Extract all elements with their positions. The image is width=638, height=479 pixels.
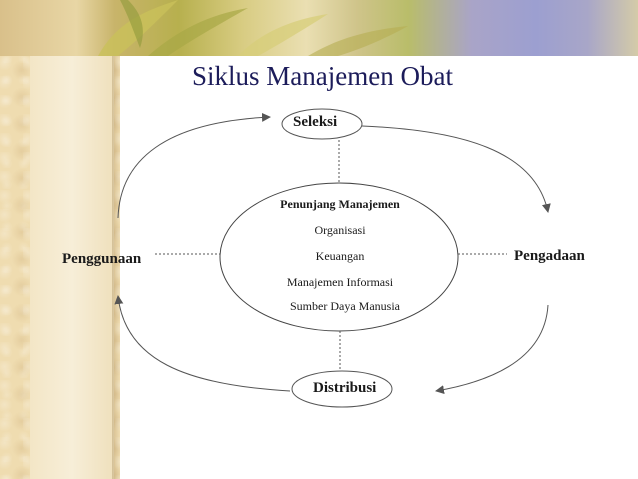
arrow-top-to-right (361, 125, 551, 213)
center-item: Organisasi (314, 223, 366, 237)
node-distribusi: Distribusi (313, 380, 377, 396)
arrow-bottom-to-left (114, 295, 291, 392)
center-item: Sumber Daya Manusia (290, 299, 400, 313)
node-pengadaan: Pengadaan (514, 248, 585, 264)
center-item: Manajemen Informasi (286, 275, 394, 289)
node-penggunaan: Penggunaan (62, 251, 142, 267)
center-heading: Penunjang Manajemen (280, 197, 400, 211)
leaf-decoration (98, 0, 408, 56)
center-ellipse (219, 182, 459, 332)
slide-title: Siklus Manajemen Obat (192, 61, 453, 91)
seleksi-node-shape (281, 108, 363, 140)
pillar-shadow (112, 56, 120, 479)
distribusi-node-shape (291, 370, 393, 408)
arrow-left-to-top (117, 112, 271, 219)
center-item: Keuangan (315, 249, 365, 263)
decorative-pillar (30, 56, 114, 479)
node-seleksi: Seleksi (293, 114, 338, 130)
arrow-right-to-bottom (435, 304, 549, 395)
